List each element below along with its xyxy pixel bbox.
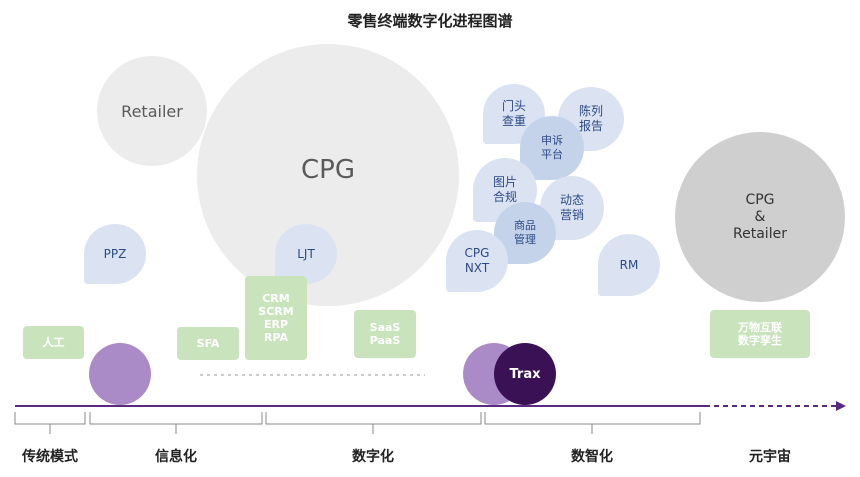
stage-metaverse: 元宇宙 (749, 449, 791, 465)
cpg-nxt-bubble: CPG NXT (446, 230, 508, 292)
stage-intelligence: 数智化 (571, 449, 613, 465)
rengong-label: 人工 (42, 336, 65, 349)
stage-traditional: 传统模式 (22, 449, 78, 465)
ppz-bubble: PPZ (84, 224, 146, 284)
wanwu-label: 万物互联 数字孪生 (738, 321, 782, 347)
ppz-label: PPZ (103, 246, 127, 261)
cpg-retailer-circle: CPG & Retailer (675, 132, 845, 302)
bracket-traditional (14, 412, 86, 425)
saas-label: SaaS PaaS (369, 321, 401, 347)
crm-label: CRM SCRM ERP RPA (258, 292, 294, 344)
bracket-digitalization (265, 412, 482, 425)
shensu-bubble: 申诉 平台 (520, 116, 584, 180)
ljt-bubble: LJT (275, 224, 337, 284)
stage-informatization: 信息化 (155, 449, 197, 465)
dongtai-label: 动态 营销 (559, 193, 584, 222)
rm-label: RM (619, 257, 639, 272)
axis-arrow (836, 401, 846, 411)
bracket-informatization (89, 412, 263, 425)
trax-circle: Trax (494, 343, 556, 405)
wanwu-box: 万物互联 数字孪生 (710, 310, 810, 358)
shensu-label: 申诉 平台 (541, 134, 563, 161)
stage-digitalization: 数字化 (352, 449, 394, 465)
sfa-label: SFA (196, 337, 220, 350)
crm-box: CRM SCRM ERP RPA (245, 276, 307, 360)
trax-label: Trax (509, 366, 541, 382)
retailer-label: Retailer (121, 101, 183, 121)
saas-box: SaaS PaaS (354, 310, 416, 358)
cpg-retailer-label: CPG & Retailer (733, 191, 787, 242)
ljt-label: LJT (297, 246, 315, 261)
cpg-label: CPG (301, 155, 355, 185)
purple-milestone-circle (89, 343, 151, 405)
tupian-label: 图片 合规 (492, 175, 517, 204)
diagram-title: 零售终端数字化进程图谱 (347, 12, 513, 30)
cpg-nxt-label: CPG NXT (464, 246, 490, 275)
rengong-box: 人工 (23, 326, 84, 359)
chenlie-label: 陈列 报告 (578, 104, 603, 133)
retailer-circle: Retailer (97, 56, 207, 166)
mentou-label: 门头 查重 (501, 99, 526, 128)
sfa-box: SFA (177, 327, 239, 360)
shangpin-label: 商品 管理 (514, 219, 536, 246)
bracket-intelligence (484, 412, 701, 425)
rm-bubble: RM (598, 234, 660, 296)
